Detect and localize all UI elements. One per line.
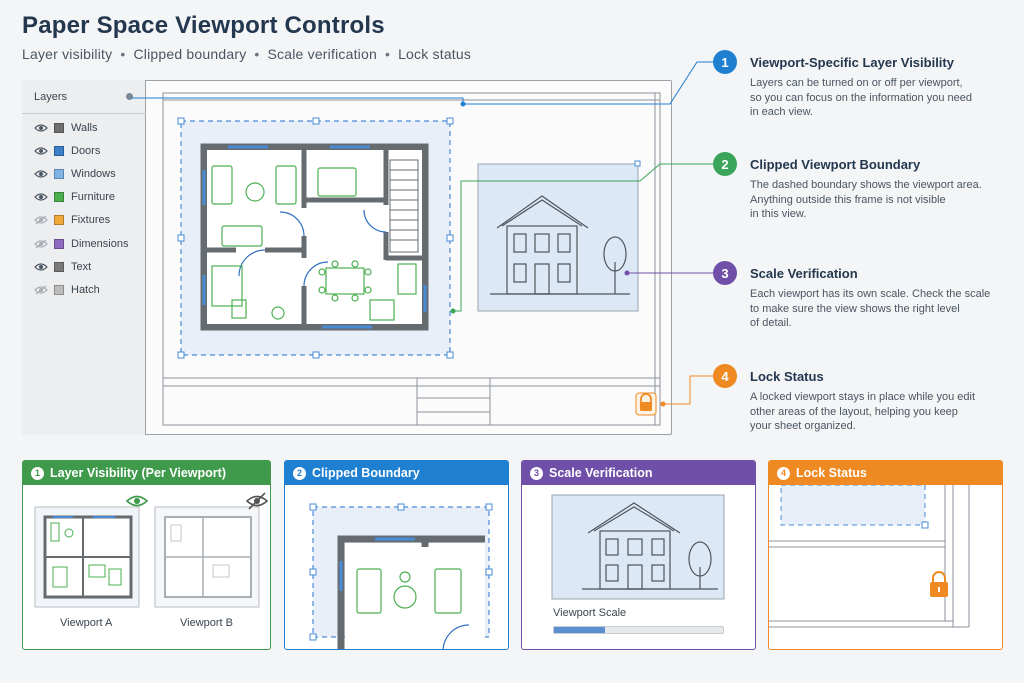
layer-row[interactable]: Furniture xyxy=(34,189,144,205)
callout-description: A locked viewport stays in place while y… xyxy=(750,391,976,432)
layer-color-swatch xyxy=(54,262,64,272)
page-subtitle: Layer visibility•Clipped boundary•Scale … xyxy=(22,46,472,62)
viewport-b[interactable] xyxy=(154,506,260,608)
layer-color-swatch xyxy=(54,192,64,202)
panel-header: 4 Lock Status xyxy=(769,461,1002,485)
layer-row[interactable]: Hatch xyxy=(34,282,144,298)
layer-label: Text xyxy=(71,261,92,273)
callout-description: The dashed boundary shows the viewport a… xyxy=(750,179,982,220)
layers-panel-header: Layers xyxy=(22,80,146,114)
panel-number: 3 xyxy=(530,466,543,480)
callout-title: Lock Status xyxy=(750,369,824,384)
eye-icon[interactable] xyxy=(34,262,48,272)
subtitle-item: Clipped boundary xyxy=(133,46,247,62)
layers-panel-title: Layers xyxy=(34,91,68,103)
eye-icon[interactable] xyxy=(34,169,48,179)
lock-icon[interactable] xyxy=(930,571,948,597)
panel-options-icon[interactable] xyxy=(126,93,133,100)
sheet-border xyxy=(162,92,661,426)
floor-plan-viewport[interactable] xyxy=(177,117,454,359)
viewport-a-caption: Viewport A xyxy=(60,617,113,629)
callout-title: Viewport-Specific Layer Visibility xyxy=(750,55,954,70)
eye-off-icon[interactable] xyxy=(245,492,269,510)
eye-icon[interactable] xyxy=(34,123,48,133)
callout-number-badge: 1 xyxy=(713,50,737,74)
layer-row[interactable]: Walls xyxy=(34,120,144,136)
layer-color-swatch xyxy=(54,285,64,295)
callout-number-badge: 2 xyxy=(713,152,737,176)
callout-description: Layers can be turned on or off per viewp… xyxy=(750,77,972,118)
page-title: Paper Space Viewport Controls xyxy=(22,12,385,39)
layer-color-swatch xyxy=(54,169,64,179)
panel-scale-verification: 3 Scale Verification Viewport Scale xyxy=(521,460,756,650)
callout-title: Scale Verification xyxy=(750,266,858,281)
layer-label: Hatch xyxy=(71,284,100,296)
callout-description: Each viewport has its own scale. Check t… xyxy=(750,288,991,329)
subtitle-item: Lock status xyxy=(398,46,472,62)
elevation-illustration xyxy=(551,494,725,600)
panel-title: Layer Visibility (Per Viewport) xyxy=(50,466,226,480)
elevation-viewport[interactable] xyxy=(477,160,641,312)
callout-number-badge: 3 xyxy=(713,261,737,285)
panel-header: 3 Scale Verification xyxy=(522,461,755,485)
panel-number: 1 xyxy=(31,466,44,480)
eye-icon[interactable] xyxy=(34,192,48,202)
layer-label: Fixtures xyxy=(71,214,111,226)
layer-row[interactable]: Text xyxy=(34,259,144,275)
viewport-scale-label: Viewport Scale xyxy=(553,607,627,619)
layer-label: Doors xyxy=(71,145,101,157)
callout-number-badge: 4 xyxy=(713,364,737,388)
layer-color-swatch xyxy=(54,239,64,249)
subtitle-item: Layer visibility xyxy=(22,46,113,62)
panel-title: Lock Status xyxy=(796,466,867,480)
panel-title: Scale Verification xyxy=(549,466,653,480)
scale-bar[interactable] xyxy=(553,626,724,634)
eye-icon[interactable] xyxy=(125,495,149,507)
panel-header: 2 Clipped Boundary xyxy=(285,461,508,485)
eye-off-icon[interactable] xyxy=(34,239,48,249)
subtitle-item: Scale verification xyxy=(267,46,377,62)
layer-label: Windows xyxy=(71,168,116,180)
panel-lock-status: 4 Lock Status xyxy=(768,460,1003,650)
layer-label: Furniture xyxy=(71,191,116,203)
eye-off-icon[interactable] xyxy=(34,285,48,295)
layer-visibility-illustration xyxy=(34,492,269,608)
viewport-b-caption: Viewport B xyxy=(180,617,233,629)
layer-row[interactable]: Doors xyxy=(34,143,144,159)
scale-bar-fill xyxy=(554,627,605,633)
layer-row[interactable]: Dimensions xyxy=(34,236,144,252)
layer-row[interactable]: Windows xyxy=(34,166,144,182)
layer-color-swatch xyxy=(54,215,64,225)
panel-header: 1 Layer Visibility (Per Viewport) xyxy=(23,461,270,485)
layer-label: Walls xyxy=(71,122,98,134)
lock-icon[interactable] xyxy=(635,392,657,416)
layer-label: Dimensions xyxy=(71,238,129,250)
layer-row[interactable]: Fixtures xyxy=(34,212,144,228)
lock-status-illustration xyxy=(769,485,970,628)
eye-icon[interactable] xyxy=(34,146,48,156)
panel-clipped-boundary: 2 Clipped Boundary xyxy=(284,460,509,650)
callout-title: Clipped Viewport Boundary xyxy=(750,157,921,172)
eye-off-icon[interactable] xyxy=(34,215,48,225)
panel-title: Clipped Boundary xyxy=(312,466,420,480)
panel-number: 4 xyxy=(777,466,790,480)
layer-color-swatch xyxy=(54,123,64,133)
viewport-a[interactable] xyxy=(34,506,140,608)
clipped-boundary-illustration[interactable] xyxy=(285,485,509,650)
layer-color-swatch xyxy=(54,146,64,156)
panel-number: 2 xyxy=(293,466,306,480)
